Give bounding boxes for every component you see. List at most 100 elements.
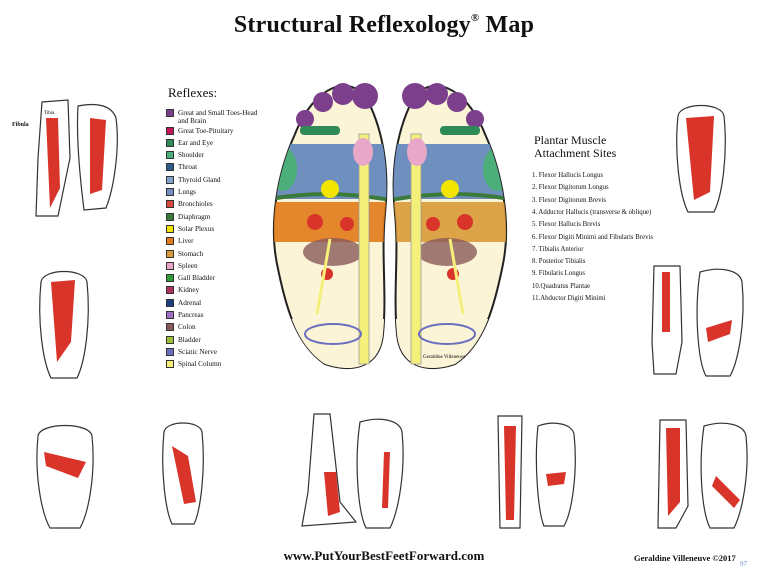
fibula-label: Fibula [12,122,29,128]
legend-swatch [166,109,174,117]
plantar-muscle-item: 9. Fibularis Longus [532,270,586,278]
plantar-muscle-item: 2. Flexor Digitorum Longus [532,184,609,192]
pituitary-zone-right [407,138,427,166]
legend-label: Lungs [178,188,196,196]
foot-reflexology-map: Geraldine Villeneuve [272,83,508,369]
reflex-legend-item: Sciatic Nerve [166,347,262,356]
ear-eye-zone-left [300,126,340,135]
legend-swatch [166,335,174,344]
legend-swatch [166,175,174,184]
plantar-muscle-item: 6. Flexor Digiti Minimi and Fibularis Br… [532,233,654,241]
legend-label: Liver [178,237,194,246]
reflex-legend-item: Colon [166,323,262,332]
author-credit: Geraldine Villeneuve ©2017 [634,553,736,563]
reflex-legend-item: Liver [166,237,262,246]
toe-cap-right-3 [426,83,448,105]
shoulder-zone-left [273,147,297,191]
reflex-legend-item: Lungs [166,188,262,196]
legend-swatch [166,323,174,332]
legend-swatch [166,261,174,270]
legend-swatch [166,138,174,147]
website-footer: www.PutYourBestFeetForward.com [283,548,485,563]
legend-swatch [166,212,174,221]
plantar-muscle-item: 8. Posterior Tibialis [532,258,586,266]
legend-swatch [166,188,174,196]
reflex-legend-item: Bronchioles [166,200,262,209]
reflexes-heading: Reflexes: [168,85,218,100]
solar-plexus-star-left [321,180,339,198]
toe-cap-left-2 [313,92,333,112]
page-number: 97 [740,560,747,568]
reflex-legend-item: Throat [166,163,262,172]
sciatic-zone-right [418,323,476,345]
legend-swatch [166,311,174,319]
plantar-muscle-item: 1. Flexor Hallucis Longus [532,172,603,179]
toe-cap-left-3 [332,83,354,105]
thumbnail-tibia-foot: Tibia [35,99,118,217]
reflex-legend-item: Pancreas [166,311,262,319]
legend-label: Spinal Column [178,360,222,369]
toe-cap-right-2 [447,92,467,112]
legend-label: Ear and Eye [178,138,214,147]
colon-zone-right [417,238,477,266]
right-foot: Geraldine Villeneuve [392,83,508,369]
legend-swatch [166,298,174,307]
plantar-muscle-item: 11.Abductor Digiti Minimi [532,295,606,302]
legend-swatch [166,126,174,135]
reflex-legend-item: Solar Plexus [166,224,262,233]
plantar-muscle-item: 7. Tibialis Anterior [532,245,584,253]
legend-label: Diaphragm [178,212,211,221]
legend-swatch [166,163,174,172]
legend-label: Throat [178,163,198,172]
legend-label: Stomach [178,249,204,258]
reflex-legend-item: Shoulder [166,151,262,160]
legend-label: Sciatic Nerve [178,347,217,356]
thumbnail-leg-foot-bottom-3 [301,413,404,529]
svg-text:Tibia: Tibia [44,111,55,116]
plantar-heading: Plantar Muscle Attachment Sites [534,133,617,160]
plantar-muscle-item: 10.Quadratus Plantae [532,282,591,290]
footprint-signature: Geraldine Villeneuve [423,355,466,360]
legend-swatch [166,249,174,258]
legend-label: Gall Bladder [178,274,215,283]
legend-label: Colon [178,323,196,332]
legend-swatch [166,237,174,246]
thumbnail-foot-left-2 [39,271,89,379]
reflex-legend-item: Bladder [166,335,262,344]
thumbnail-foot-bottom-2 [162,422,204,525]
legend-label: Shoulder [178,151,204,160]
plantar-muscle-item: 3. Flexor Digitorum Brevis [532,196,607,204]
legend-label: Kidney [178,286,200,295]
toe-cap-right-4 [402,83,428,109]
spinal-column-left [358,133,370,365]
reflex-legend-item: Great and Small Toes-Head and Brain [166,109,262,125]
pituitary-zone-left [353,138,373,166]
legend-label: Adrenal [178,298,202,307]
reflex-legend-item: Spinal Column [166,360,262,369]
reflex-legend-item: Stomach [166,249,262,258]
reflex-legend-item: Ear and Eye [166,138,262,147]
toe-cap-left-1 [296,110,314,128]
plantar-muscle-item: 4. Adductor Hallucis (transverse & obliq… [532,208,652,216]
legend-swatch [166,274,174,283]
solar-plexus-star-right [441,180,459,198]
page-title: Structural Reflexology® Map [233,12,535,38]
thumbnail-foot-right-1 [676,105,726,213]
left-foot [272,83,388,369]
legend-swatch [166,200,174,209]
legend-label: Spleen [178,261,198,270]
thumbnail-foot-bottom-1 [36,425,94,529]
toe-cap-left-4 [352,83,378,109]
legend-swatch [166,224,174,233]
shoulder-zone-right [483,147,507,191]
legend-swatch [166,151,174,160]
legend-label: Solar Plexus [178,224,215,233]
stomach-zone-right [393,202,507,242]
legend-label: Bronchioles [178,200,213,209]
reflex-legend-item: Thyroid Gland [166,175,262,184]
plantar-muscle-item: 5. Flexor Hallucis Brevis [532,221,601,229]
reflex-legend-item: Diaphragm [166,212,262,221]
sciatic-zone-left [304,323,362,345]
reflex-legend-item: Kidney [166,286,262,295]
thumbnail-leg-foot-right-2 [651,265,744,377]
